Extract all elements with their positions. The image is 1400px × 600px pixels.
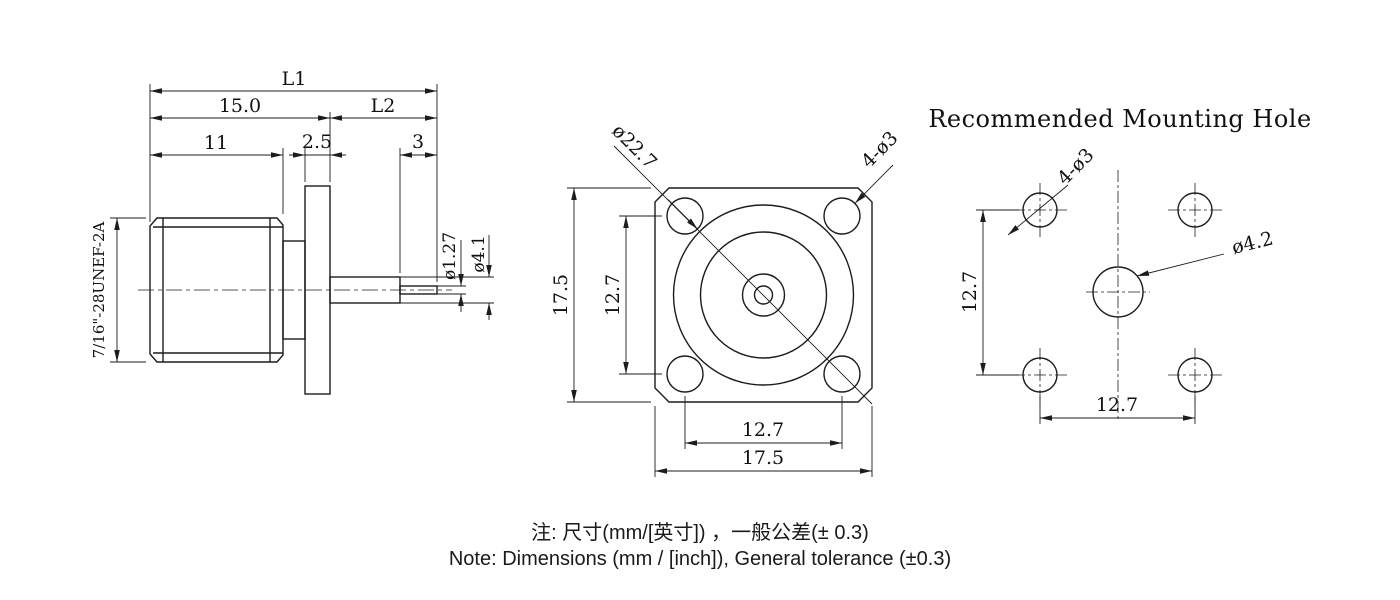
dim-front-height-12-7: 12.7 xyxy=(602,274,624,316)
thread-detail-lines xyxy=(153,218,283,362)
dim-l2: L2 xyxy=(371,95,396,117)
flange-diagonal-line xyxy=(613,145,873,405)
dim-front-width-17-5: 17.5 xyxy=(742,447,784,469)
mounting-hole-bottom-left xyxy=(1022,357,1058,393)
dim-dia-1-27: ø1.27 xyxy=(440,232,460,280)
connector-body-outline xyxy=(149,217,284,363)
dim-dia-4-1: ø4.1 xyxy=(469,235,489,272)
mounting-hole-top-right xyxy=(1177,192,1213,228)
dielectric-circle xyxy=(741,273,786,317)
mounting-extension-lines xyxy=(976,209,1196,424)
leader-dia-22-7 xyxy=(667,199,698,230)
dim-3: 3 xyxy=(412,131,424,153)
flange-hole-bottom-left xyxy=(666,355,704,393)
note-line-english: Note: Dimensions (mm / [inch]), General … xyxy=(449,548,951,570)
dim-l1: L1 xyxy=(282,68,307,90)
contact-pin xyxy=(399,285,438,295)
mounting-centerlines xyxy=(1013,170,1222,420)
side-view: L1 15.0 L2 11 2.5 3 7/16"-28UNEF-2A ø1.2… xyxy=(90,68,494,395)
notes: 注: 尺寸(mm/[英寸]) ，一般公差(± 0.3) Note: Dimens… xyxy=(449,521,951,570)
dim-front-width-12-7: 12.7 xyxy=(742,419,784,441)
dim-front-height-17-5: 17.5 xyxy=(550,274,572,316)
dim-11: 11 xyxy=(204,132,228,154)
leader-dia-4-2 xyxy=(1136,253,1225,277)
flange-step-circle xyxy=(699,231,828,359)
dim-mounting-12-7-h: 12.7 xyxy=(1096,394,1138,416)
flange-hole-top-right xyxy=(823,197,861,235)
flange-boss-circle xyxy=(672,204,855,386)
flange-hole-bottom-right xyxy=(823,355,861,393)
mounting-view-title: Recommended Mounting Hole xyxy=(928,105,1311,133)
dim-mounting-12-7-v: 12.7 xyxy=(959,271,981,313)
mounting-hole-view: Recommended Mounting Hole 4-ø3 ø4.2 12.7… xyxy=(928,105,1311,424)
mounting-hole-bottom-right xyxy=(1177,357,1213,393)
dim-15: 15.0 xyxy=(219,95,261,117)
dim-dia-4-2: ø4.2 xyxy=(1230,227,1276,258)
dim-mounting-holes: 4-ø3 xyxy=(1053,144,1098,189)
center-pin-circle xyxy=(753,285,774,305)
dim-2-5: 2.5 xyxy=(302,131,332,153)
front-view: ø22.7 4-ø3 17.5 12.7 12.7 17.5 xyxy=(550,120,902,477)
leader-holes-front xyxy=(854,164,894,204)
dim-thread: 7/16"-28UNEF-2A xyxy=(90,222,108,359)
mounting-hole-top-left xyxy=(1022,192,1058,228)
flange-square-outline xyxy=(654,187,873,403)
dim-dia-22-7: ø22.7 xyxy=(607,120,661,174)
dim-front-holes: 4-ø3 xyxy=(857,127,902,172)
leader-holes-mounting xyxy=(1007,184,1069,236)
mounting-center-hole xyxy=(1092,266,1144,318)
flange-hole-top-left xyxy=(666,197,704,235)
front-extension-lines xyxy=(567,187,873,477)
note-line-chinese: 注: 尺寸(mm/[英寸]) ，一般公差(± 0.3) xyxy=(531,521,869,544)
side-extension-lines xyxy=(110,84,494,363)
